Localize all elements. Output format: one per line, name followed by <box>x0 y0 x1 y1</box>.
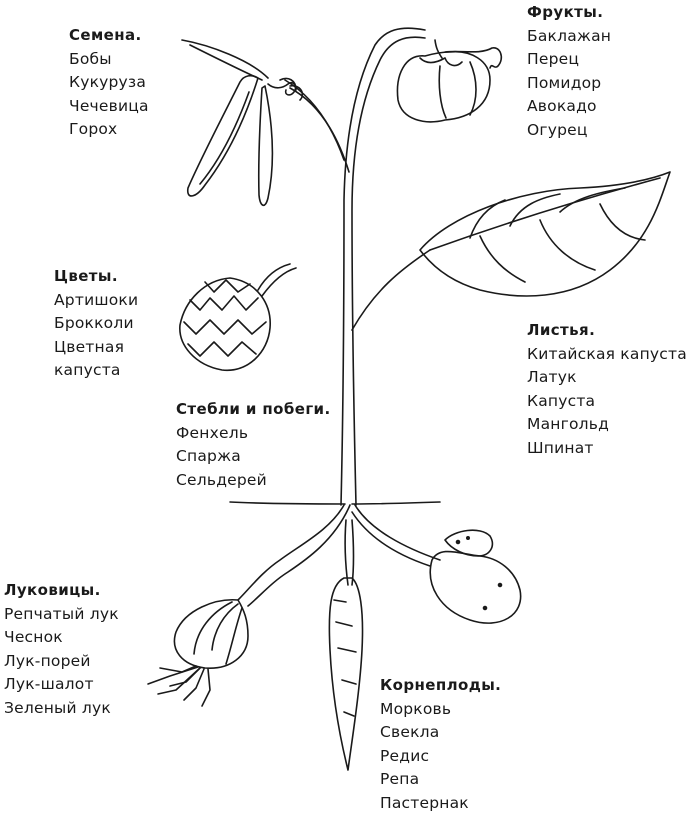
list-item: Капуста <box>527 391 596 410</box>
soil-line <box>229 501 441 505</box>
group-roots: Корнеплоды. Морковь Свекла Редис Репа Па… <box>380 674 501 813</box>
list-item: Латук <box>527 368 577 387</box>
list-item: Спаржа <box>176 447 241 466</box>
list-item: Цветная <box>54 337 125 356</box>
list-item: Лук-шалот <box>4 675 94 694</box>
large-leaf <box>351 171 671 331</box>
list-item: Бобы <box>69 49 112 68</box>
list-item: Помидор <box>527 73 602 92</box>
list-item: Пастернак <box>380 793 469 812</box>
list-item: Репчатый лук <box>4 604 119 623</box>
main-stem <box>284 27 426 506</box>
list-item: Авокадо <box>527 97 597 116</box>
group-stems: Стебли и побеги. Фенхель Спаржа Сельдере… <box>176 398 331 492</box>
group-leaves: Листья. Китайская капуста Латук Капуста … <box>527 319 687 461</box>
list-item: Чеснок <box>4 628 63 647</box>
list-item: Фенхель <box>176 423 249 442</box>
list-item: Мангольд <box>527 415 609 434</box>
group-bulbs: Луковицы. Репчатый лук Чеснок Лук-порей … <box>4 579 119 721</box>
group-heading: Листья. <box>527 321 596 339</box>
group-seeds: Семена. Бобы Кукуруза Чечевица Горох <box>69 24 149 142</box>
group-heading: Луковицы. <box>4 581 101 599</box>
group-heading: Фрукты. <box>527 3 604 21</box>
list-item: Кукуруза <box>69 73 147 92</box>
carrot <box>328 577 364 771</box>
list-item: Артишоки <box>54 290 139 309</box>
list-item: Шпинат <box>527 438 594 457</box>
list-item: Зеленый лук <box>4 698 111 717</box>
list-item: Редис <box>380 746 430 765</box>
list-item: Сельдерей <box>176 470 267 489</box>
list-item: капуста <box>54 361 121 380</box>
bean-pods <box>181 39 304 207</box>
list-item: Лук-порей <box>4 651 91 670</box>
list-item: Брокколи <box>54 314 134 333</box>
list-item: Морковь <box>380 699 452 718</box>
group-heading: Цветы. <box>54 267 118 285</box>
list-item: Чечевица <box>69 96 149 115</box>
root-branches <box>237 504 441 607</box>
group-heading: Корнеплоды. <box>380 676 502 694</box>
list-item: Горох <box>69 120 118 139</box>
artichoke <box>179 263 297 371</box>
group-flowers: Цветы. Артишоки Брокколи Цветная капуста <box>54 265 138 383</box>
tomato <box>396 39 503 123</box>
onion <box>147 599 249 707</box>
list-item: Перец <box>527 50 580 69</box>
potato <box>429 529 522 624</box>
list-item: Огурец <box>527 120 588 139</box>
list-item: Китайская капуста <box>527 344 687 363</box>
list-item: Репа <box>380 770 420 789</box>
list-item: Свекла <box>380 723 440 742</box>
group-heading: Стебли и побеги. <box>176 400 331 418</box>
list-item: Баклажан <box>527 26 612 45</box>
group-heading: Семена. <box>69 26 142 44</box>
group-fruits: Фрукты. Баклажан Перец Помидор Авокадо О… <box>527 1 611 143</box>
